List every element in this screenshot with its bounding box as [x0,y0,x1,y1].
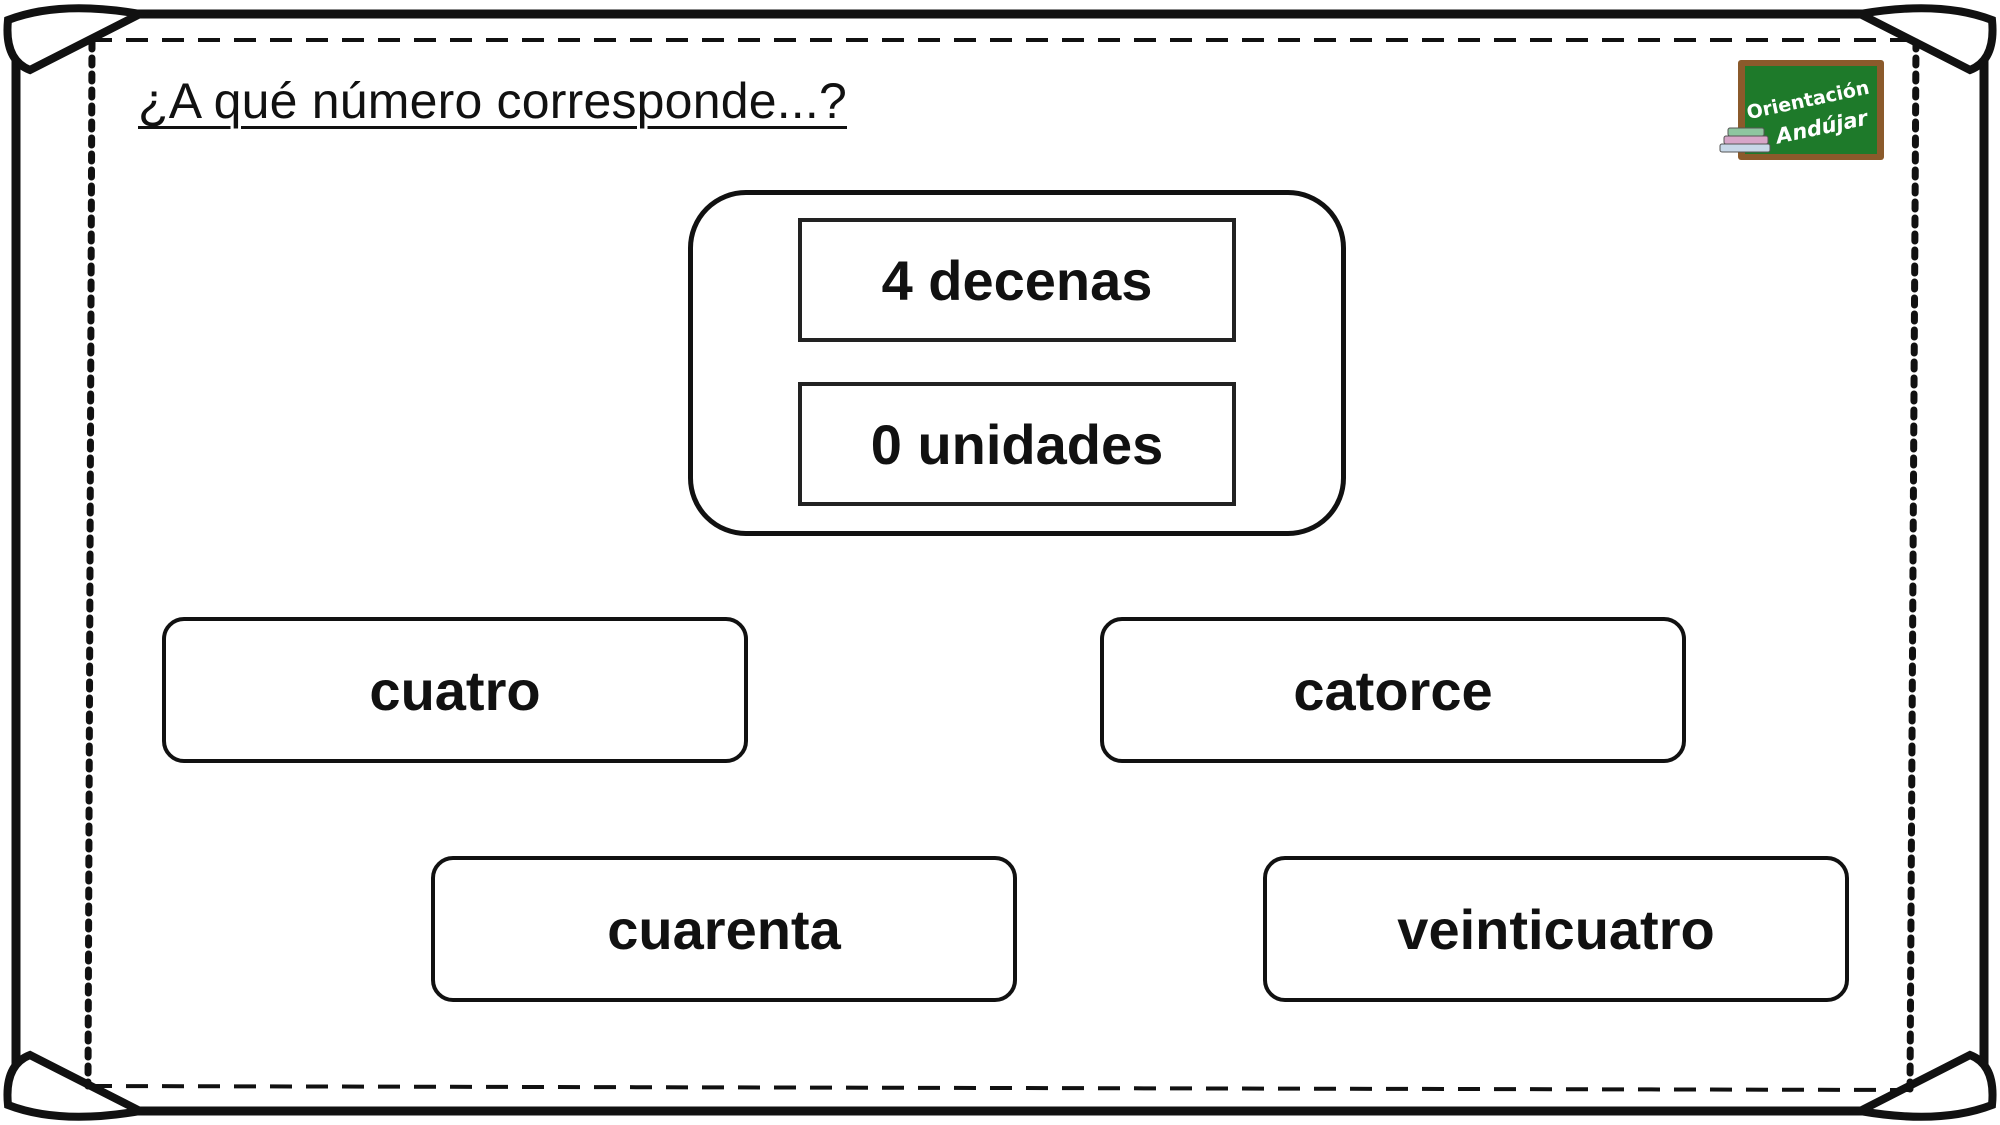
tens-value-box: 4 decenas [798,218,1236,342]
units-value-box: 0 unidades [798,382,1236,506]
books-icon [1719,127,1771,153]
corner-tab-top-right [1847,4,1997,75]
answer-option-veinticuatro[interactable]: veinticuatro [1263,856,1849,1002]
answer-option-cuarenta[interactable]: cuarenta [431,856,1017,1002]
inner-dashed-border-bottom [89,1084,1911,1092]
corner-tab-bottom-left [3,1050,153,1121]
answer-option-catorce[interactable]: catorce [1100,617,1686,763]
page-title: ¿A qué número corresponde...? [138,73,847,129]
orientacion-andujar-logo: Orientación Andújar [1718,56,1888,168]
inner-dotted-border-right [1906,38,1920,1094]
inner-dotted-border-left [84,38,96,1090]
corner-tab-top-left [3,4,153,75]
answer-option-cuatro[interactable]: cuatro [162,617,748,763]
corner-tab-bottom-right [1847,1050,1997,1121]
